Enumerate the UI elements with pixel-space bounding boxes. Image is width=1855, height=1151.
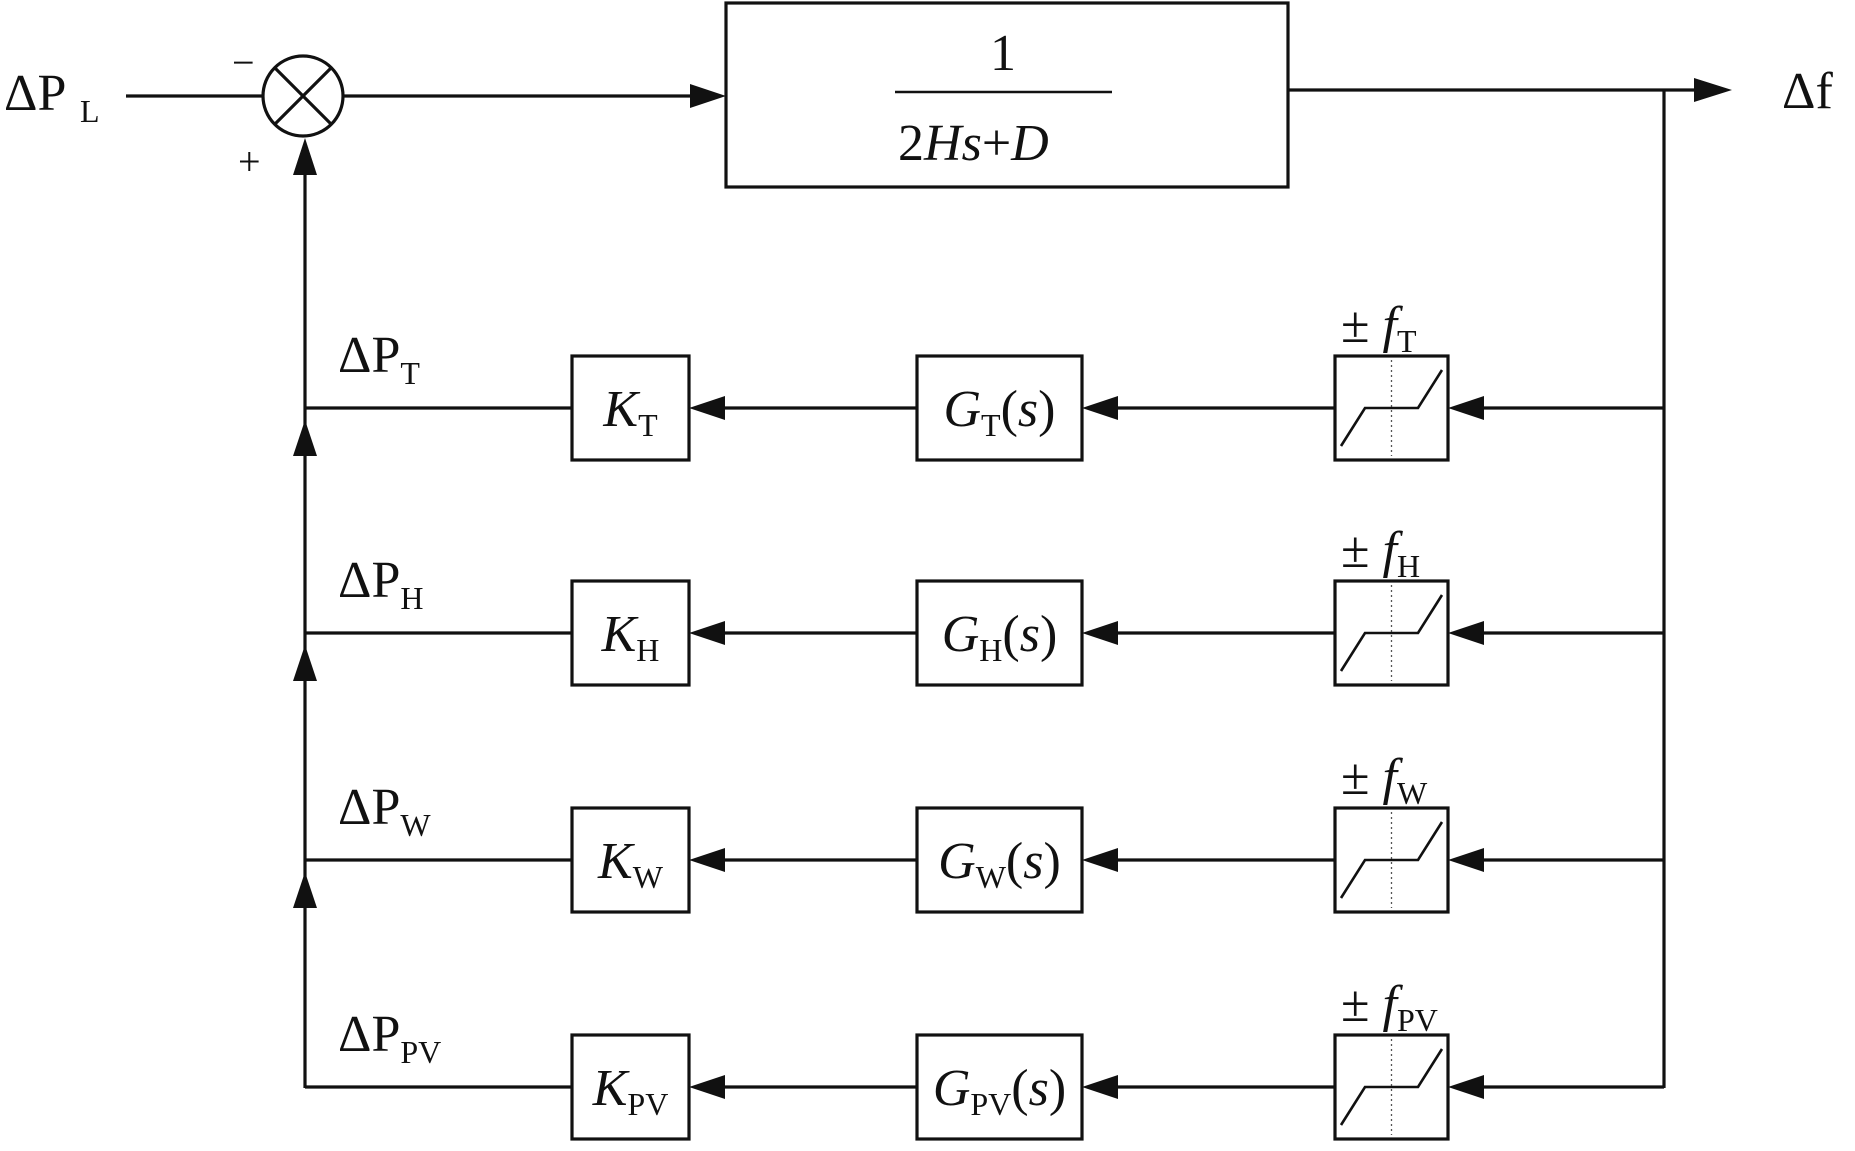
collector-arrow <box>293 420 317 456</box>
power-signal-label: ΔPPV <box>338 1006 441 1070</box>
gain-block <box>570 579 691 687</box>
branch-pv: ± fPV GPV(s) KPV ΔPPV <box>293 872 1664 1141</box>
transfer-function-label: GW(s) <box>938 833 1061 895</box>
transfer-function-label: GT(s) <box>943 381 1055 443</box>
deadband-curve <box>1339 821 1444 899</box>
sum-to-plant-arrow <box>690 84 726 108</box>
power-signal-label: ΔPW <box>338 779 431 843</box>
output-arrow <box>1694 78 1732 102</box>
deadband-input-arrow <box>1448 1075 1484 1099</box>
k-input-arrow <box>689 621 725 645</box>
gain-block <box>570 354 691 462</box>
transfer-function-block <box>915 1033 1084 1141</box>
system-transfer-block <box>724 1 1290 189</box>
g-input-arrow <box>1082 396 1118 420</box>
deadband-curve <box>1339 1048 1444 1126</box>
g-input-arrow <box>1082 848 1118 872</box>
gain-label: KT <box>602 381 658 443</box>
deadband-input-arrow <box>1448 848 1484 872</box>
k-input-arrow <box>689 1075 725 1099</box>
transfer-function-block <box>915 806 1084 914</box>
summing-junction <box>261 54 345 138</box>
output-signal-label: Δf <box>1782 63 1833 120</box>
input-signal-label: ΔP L <box>4 65 100 129</box>
svg-text:ΔP: ΔP <box>4 65 66 122</box>
power-signal-label: ΔPH <box>338 552 423 616</box>
deadband-label: ± fH <box>1341 522 1420 584</box>
branch-group: ± fT GT(s) KT ΔPT ± fH GH(s) KH ΔPH ± fW GW(s) KW Δ… <box>293 297 1664 1141</box>
k-input-arrow <box>689 848 725 872</box>
branch-t: ± fT GT(s) KT ΔPT <box>305 297 1664 462</box>
svg-text:L: L <box>80 93 100 129</box>
collector-to-sum-arrow <box>293 138 317 175</box>
minus-sign: − <box>232 40 255 85</box>
system-denominator: 2Hs+D <box>898 115 1049 172</box>
g-input-arrow <box>1082 1075 1118 1099</box>
deadband-curve <box>1339 594 1444 672</box>
k-input-arrow <box>689 396 725 420</box>
deadband-block <box>1333 806 1450 914</box>
deadband-input-arrow <box>1448 621 1484 645</box>
collector-arrow <box>293 645 317 681</box>
transfer-function-label: GPV(s) <box>933 1060 1066 1122</box>
transfer-function-block <box>915 354 1084 462</box>
deadband-label: ± fW <box>1341 749 1428 811</box>
transfer-function-label: GH(s) <box>942 606 1058 668</box>
deadband-input-arrow <box>1448 396 1484 420</box>
power-signal-label: ΔPT <box>338 327 420 391</box>
deadband-label: ± fT <box>1341 297 1417 359</box>
gain-block <box>570 1033 691 1141</box>
transfer-function-block <box>915 579 1084 687</box>
plus-sign: + <box>238 139 261 184</box>
g-input-arrow <box>1082 621 1118 645</box>
gain-label: KH <box>601 606 660 668</box>
branch-w: ± fW GW(s) KW ΔPW <box>293 645 1664 914</box>
gain-label: KW <box>597 833 664 895</box>
system-numerator: 1 <box>990 25 1016 82</box>
gain-label: KPV <box>592 1060 669 1122</box>
deadband-label: ± fPV <box>1341 976 1438 1038</box>
deadband-curve <box>1339 369 1444 447</box>
collector-arrow <box>293 872 317 908</box>
